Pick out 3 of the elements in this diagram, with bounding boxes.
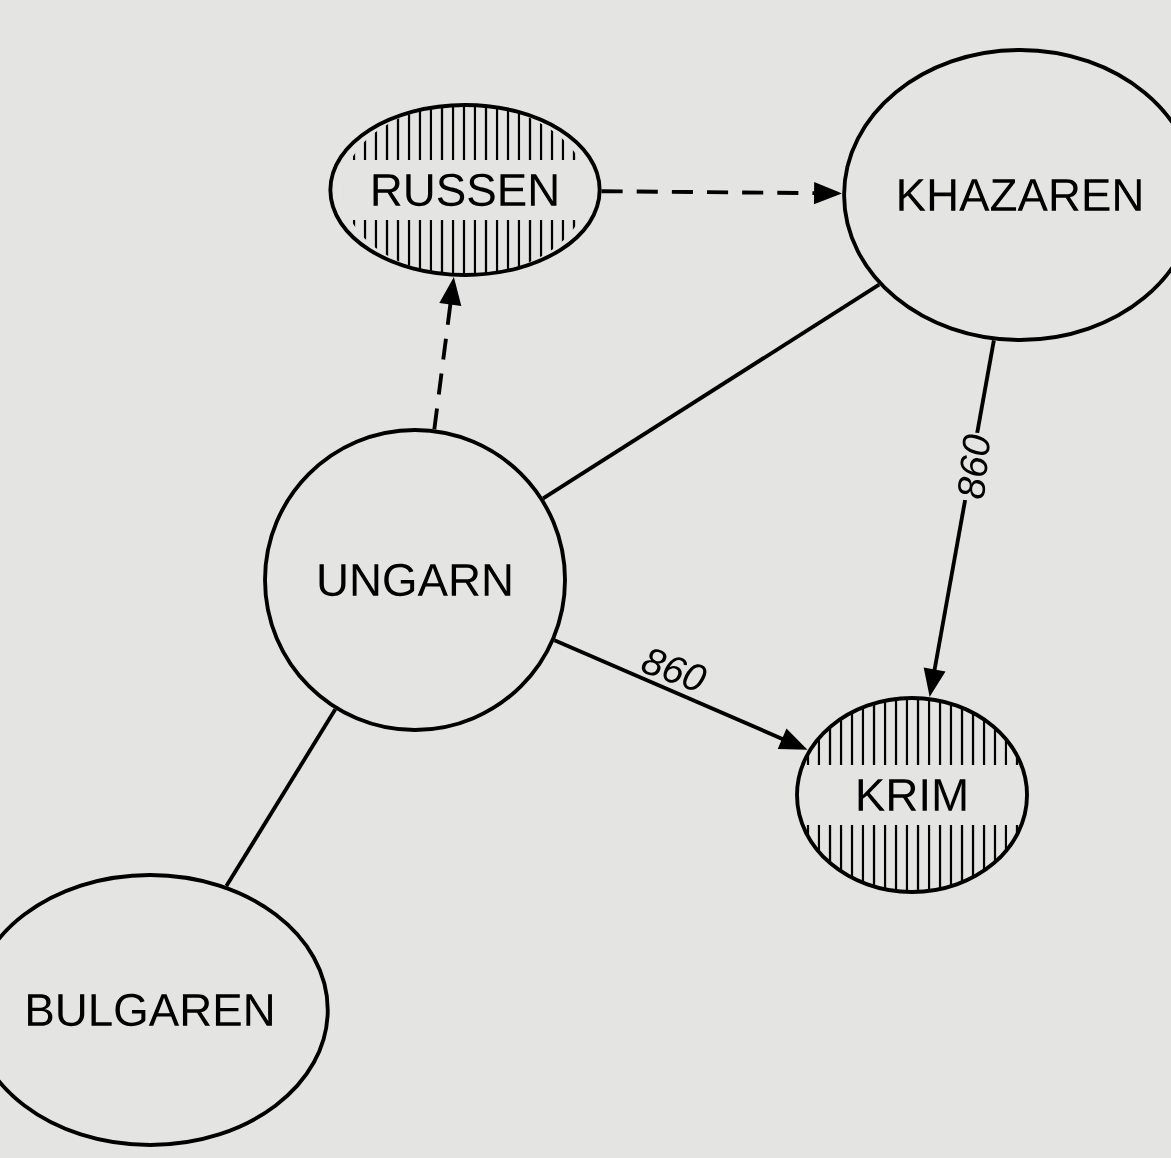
circle-node: UNGARN bbox=[263, 428, 567, 732]
edge-label: 860 bbox=[636, 643, 712, 696]
edge-label: 860 bbox=[954, 431, 993, 503]
